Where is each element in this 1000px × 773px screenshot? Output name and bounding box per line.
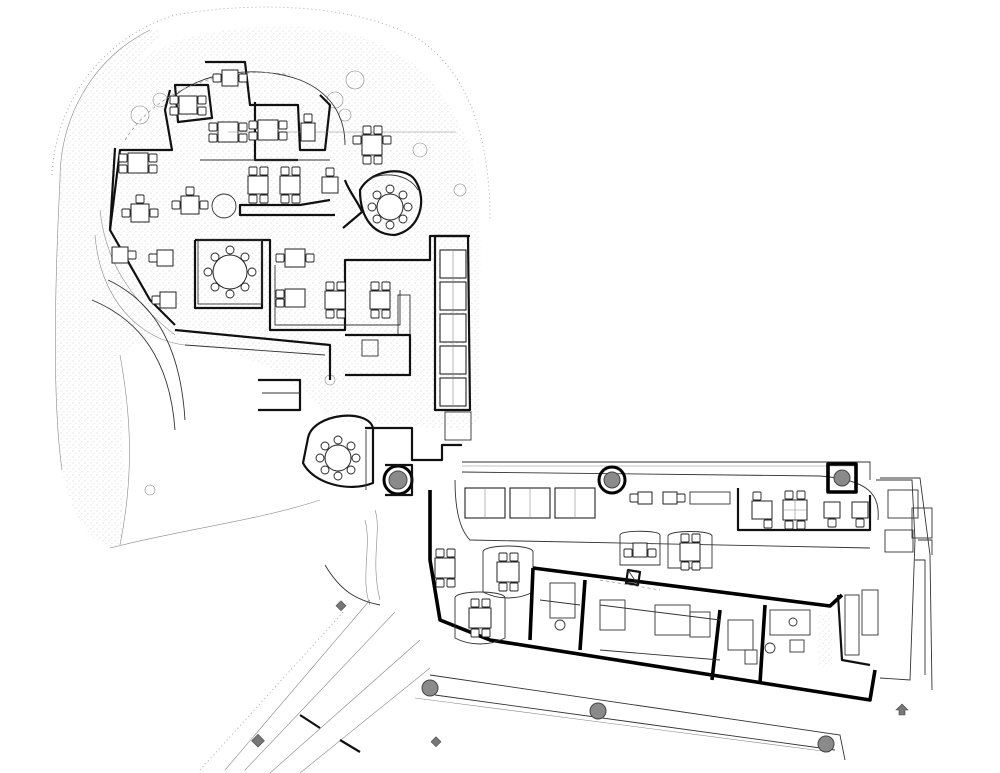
- paving-disk: [421, 679, 439, 697]
- column: [603, 471, 621, 489]
- table-4top: [454, 591, 506, 645]
- table-4top: [121, 194, 159, 223]
- table-2top: [151, 291, 177, 309]
- table-2top: [619, 530, 661, 566]
- table-2top: [148, 249, 174, 267]
- table-4top: [434, 548, 456, 588]
- bar-counter: [689, 491, 731, 505]
- exterior-walkway: [199, 509, 909, 773]
- table-4top: [667, 531, 713, 571]
- table-4top: [208, 121, 456, 143]
- table-4top: [275, 248, 315, 268]
- linear-dining-hall: [428, 461, 879, 702]
- table-4top: [324, 281, 346, 319]
- connecting-corridor: [258, 333, 472, 490]
- column-group: [382, 462, 858, 497]
- service-corridor: [876, 477, 933, 691]
- table-4top: [279, 166, 301, 204]
- landscape-garden: [51, 6, 491, 549]
- table-4top: [782, 490, 808, 530]
- paving-disk: [589, 702, 607, 720]
- table-4top: [352, 125, 392, 165]
- booth-strip: [433, 234, 472, 412]
- table-4top: [247, 166, 269, 204]
- table-4top: [118, 152, 158, 174]
- round-table: [211, 193, 237, 219]
- round-banquet-table: [197, 239, 263, 305]
- table-4top: [482, 545, 534, 599]
- round-banquet-table: [301, 414, 375, 488]
- table-2top: [823, 501, 841, 528]
- table-4top: [248, 119, 288, 141]
- table-2top: [851, 501, 869, 528]
- kitchen-block: [528, 566, 879, 684]
- table-4top: [751, 491, 773, 529]
- column: [833, 469, 851, 487]
- column: [388, 470, 408, 490]
- round-banquet-table: [367, 184, 413, 230]
- table-2top: [629, 491, 653, 505]
- table-group-curved-wing: [111, 69, 456, 336]
- table-2top: [300, 113, 316, 142]
- table-4top: [275, 288, 306, 308]
- table-2top: [111, 246, 137, 264]
- north-arrow-icon: [895, 703, 909, 716]
- table-2top: [662, 491, 686, 505]
- table-4top: [369, 281, 391, 319]
- table-4top: [212, 69, 248, 87]
- paving-disk: [817, 735, 835, 753]
- table-4top: [169, 95, 207, 116]
- table-2top: [321, 167, 339, 194]
- table-4top: [171, 186, 209, 215]
